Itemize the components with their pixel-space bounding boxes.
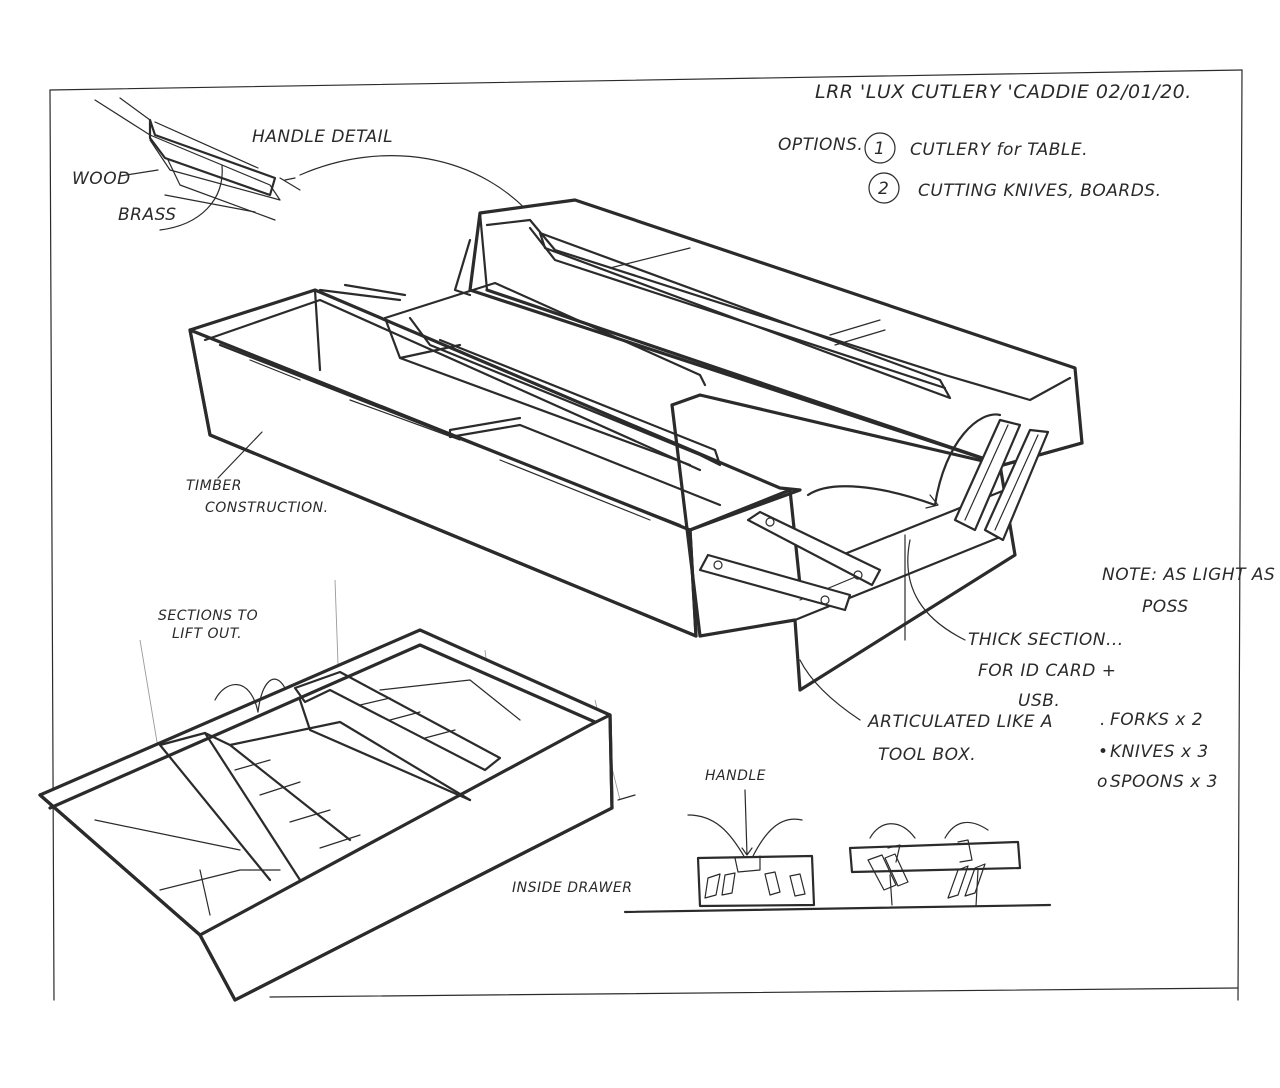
inside-drawer-sketch <box>38 579 636 1002</box>
quantity-bullet: • <box>1098 742 1109 762</box>
option-text: CUTTING KNIVES, BOARDS. <box>918 181 1162 201</box>
page-frame <box>49 69 1243 1001</box>
option-number: 2 <box>878 179 889 199</box>
options-heading: OPTIONS. <box>778 135 863 155</box>
timber-label: CONSTRUCTION. <box>205 500 329 516</box>
thick-section-label: FOR ID CARD + <box>978 661 1116 681</box>
thick-section-leader <box>907 539 966 641</box>
articulated-label: TOOL BOX. <box>878 745 976 765</box>
detail-arrow <box>299 155 541 226</box>
handle-section-diagram: HANDLE <box>623 768 1052 914</box>
note-label: POSS <box>1142 597 1189 617</box>
timber-leader <box>217 431 263 479</box>
option-number: 1 <box>874 139 885 159</box>
option-text: CUTLERY for TABLE. <box>910 140 1088 160</box>
quantity-bullet: o <box>1097 772 1108 792</box>
quantities-list: FORKS x 2 KNIVES x 3 SPOONS x 3 . • o <box>1097 710 1218 792</box>
articulated-arms <box>698 413 1050 612</box>
note-label: NOTE: AS LIGHT AS <box>1102 565 1275 585</box>
wood-label: WOOD <box>72 169 131 189</box>
timber-label: TIMBER <box>186 478 242 494</box>
option-number-circle <box>864 132 896 164</box>
quantity-bullet: . <box>1100 710 1106 730</box>
sketch-title: LRR 'LUX CUTLERY 'CADDIE 02/01/20. <box>815 81 1192 103</box>
option-number-circle <box>868 172 900 204</box>
handle-label: HANDLE <box>705 768 766 784</box>
articulated-label: ARTICULATED LIKE A <box>867 712 1053 732</box>
quantity-item: SPOONS x 3 <box>1110 772 1218 792</box>
sections-label: SECTIONS TO <box>158 608 258 624</box>
brass-label: BRASS <box>118 205 177 225</box>
thick-section-label: USB. <box>1018 691 1060 711</box>
quantity-item: KNIVES x 3 <box>1110 742 1209 762</box>
sections-label: LIFT OUT. <box>172 626 242 642</box>
quantity-item: FORKS x 2 <box>1110 710 1203 730</box>
thick-section-label: THICK SECTION... <box>968 630 1124 650</box>
inside-drawer-label: INSIDE DRAWER <box>512 880 632 896</box>
handle-detail-sketch: HANDLE DETAIL WOOD BRASS <box>72 97 393 231</box>
articulated-leader <box>799 659 861 721</box>
front-box <box>188 281 802 638</box>
options-list: OPTIONS. 1 CUTLERY for TABLE. 2 CUTTING … <box>778 132 1162 204</box>
handle-detail-label: HANDLE DETAIL <box>252 127 393 147</box>
